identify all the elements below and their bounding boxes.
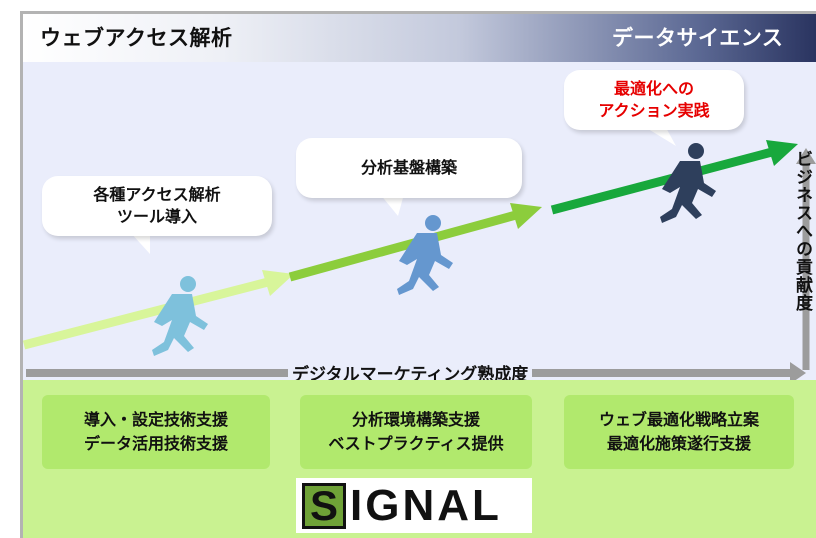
running-person-icon-1 [152,276,208,356]
service-label-analysis: 分析環境構築支援 ベストプラクティス提供 [328,410,504,453]
growth-arrow-icon-stage1 [22,270,294,350]
step-label-platform: 分析基盤構築 [360,158,457,178]
step-bubble-tools: 各種アクセス解析 ツール導入 [42,176,272,236]
frame-border-left [20,11,23,538]
header-left-title: ウェブアクセス解析 [40,26,233,50]
growth-arrow-icon-stage2 [288,203,542,282]
growth-arrow-icon-stage3 [550,140,798,215]
frame-border-top [20,11,816,14]
running-person-icon-3 [660,143,716,223]
bubble-tail-2 [380,194,404,216]
service-box-analysis: 分析環境構築支援 ベストプラクティス提供 [300,395,532,469]
service-box-optimization: ウェブ最適化戦略立案 最適化施策遂行支援 [564,395,794,469]
bubble-tail-1 [130,232,150,254]
header-gradient-bar [23,14,816,62]
step-bubble-action: 最適化への アクション実践 [564,70,744,130]
service-box-setup: 導入・設定技術支援 データ活用技術支援 [42,395,270,469]
running-person-icon-2 [397,215,453,295]
signal-logo-text: IGNAL [350,480,502,530]
signal-logo: S IGNAL [296,478,532,533]
step-label-tools: 各種アクセス解析 ツール導入 [93,185,221,226]
header-right-title: データサイエンス [612,26,784,50]
service-label-optimization: ウェブ最適化戦略立案 最適化施策遂行支援 [598,410,759,453]
service-label-setup: 導入・設定技術支援 データ活用技術支援 [83,410,228,453]
y-axis-arrow [796,148,816,370]
step-label-action: 最適化への アクション実践 [598,79,710,120]
signal-logo-initial: S [302,482,346,529]
step-bubble-platform: 分析基盤構築 [296,138,522,198]
y-axis-label: ビジネスへの貢献度 [792,150,812,312]
